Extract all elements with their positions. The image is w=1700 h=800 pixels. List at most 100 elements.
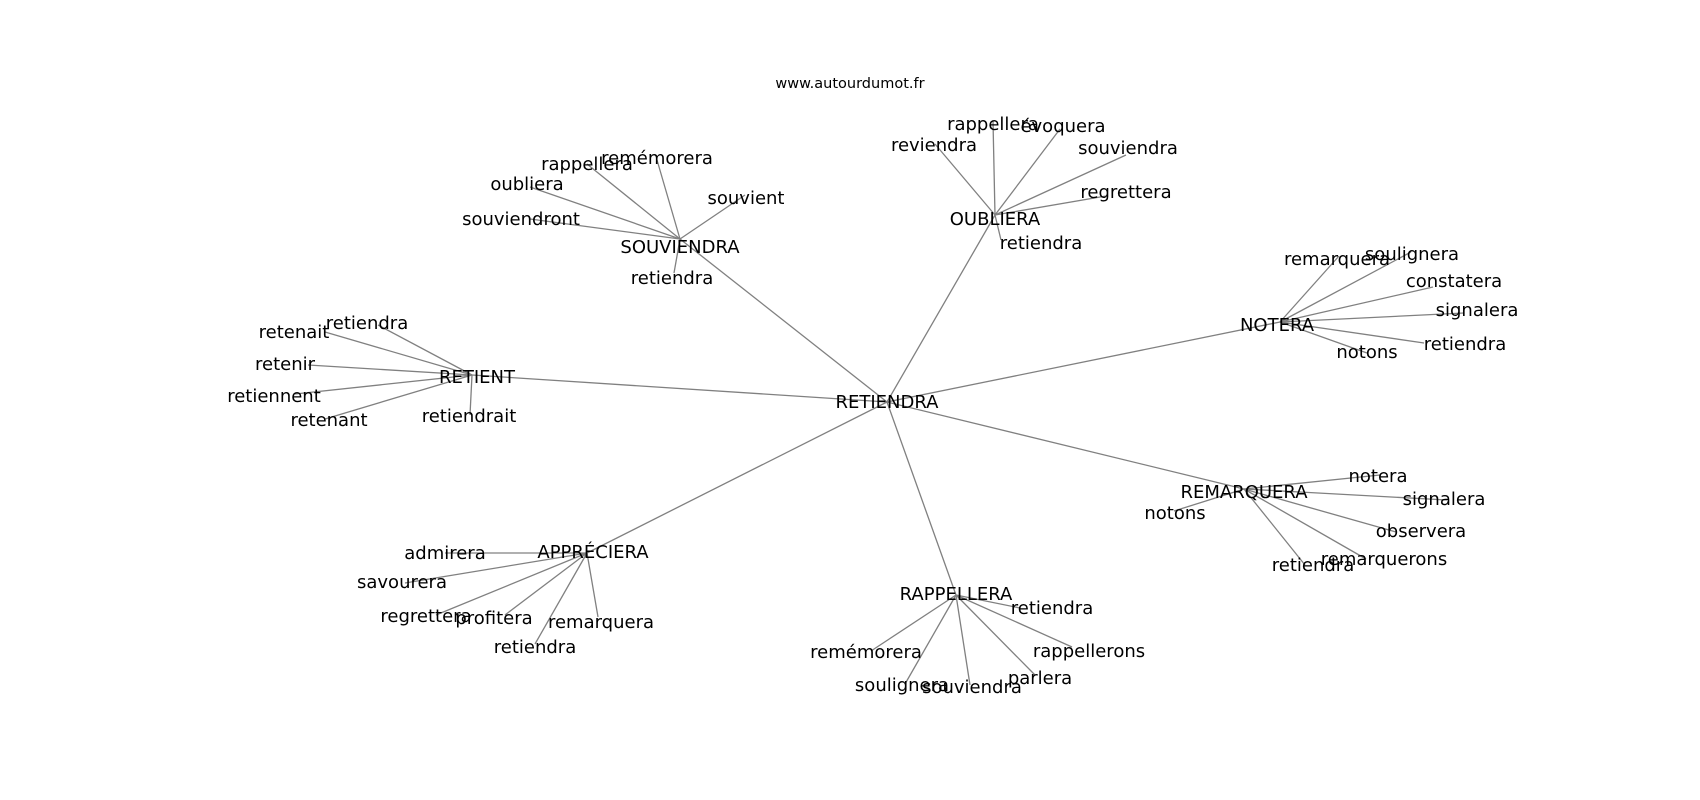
leaf-word-node[interactable]: souviendront (462, 209, 580, 230)
edge-hub-leaf (994, 154, 1127, 216)
edge-hub-leaf (1279, 286, 1434, 323)
leaf-word-node[interactable]: retiendra (631, 268, 713, 289)
leaf-word-node[interactable]: rappellera (947, 114, 1039, 135)
leaf-word-node[interactable]: notera (1349, 466, 1408, 487)
edge-hub-leaf (1279, 321, 1425, 344)
leaf-word-node[interactable]: notons (1144, 503, 1205, 524)
leaf-word-node[interactable]: retiendrait (422, 406, 517, 427)
edge-hub-leaf (955, 594, 1021, 609)
edge-hub-leaf (955, 594, 1036, 676)
site-url: www.autourdumot.fr (775, 76, 924, 92)
leaf-word-node[interactable]: retenant (290, 410, 367, 431)
edge-hub-leaf (529, 186, 681, 240)
edge-hub-leaf (469, 374, 473, 416)
edge-hub-leaf (870, 594, 957, 652)
edge-hub-leaf (529, 218, 681, 240)
leaf-word-node[interactable]: reviendra (891, 135, 977, 156)
leaf-word-node[interactable]: retiendra (1011, 598, 1093, 619)
edge-hub-leaf (377, 324, 473, 376)
leaf-word-node[interactable]: remarquera (1284, 249, 1390, 270)
hub-word-node[interactable]: NOTERA (1240, 315, 1315, 336)
edge-hub-leaf (1279, 321, 1368, 354)
leaf-word-node[interactable]: remarquerons (1321, 549, 1447, 570)
edge-hub-leaf (1243, 488, 1367, 560)
edge-hub-leaf (1173, 488, 1245, 512)
edge-hub-leaf (1279, 255, 1340, 323)
edge-center-hub (886, 401, 957, 596)
edge-hub-leaf (435, 552, 588, 616)
leaf-word-node[interactable]: retiendra (326, 313, 408, 334)
leaf-word-node[interactable]: oubliera (490, 174, 563, 195)
leaf-word-node[interactable]: retiendra (1000, 233, 1082, 254)
edge-hub-leaf (1243, 488, 1306, 566)
leaf-word-node[interactable]: signalera (1403, 489, 1486, 510)
leaf-word-node[interactable]: retenir (255, 354, 316, 375)
leaf-word-node[interactable]: retiendra (1424, 334, 1506, 355)
leaf-word-node[interactable]: souviendra (922, 677, 1022, 698)
leaf-word-node[interactable]: notons (1336, 342, 1397, 363)
graph-edges (294, 120, 1465, 686)
leaf-word-node[interactable]: rappellera (541, 154, 633, 175)
leaf-word-node[interactable]: parlera (1008, 668, 1072, 689)
edge-hub-leaf (294, 374, 473, 395)
leaf-word-node[interactable]: remarquera (548, 612, 654, 633)
edge-hub-leaf (1243, 488, 1397, 533)
leaf-word-node[interactable]: regrettera (380, 606, 471, 627)
edge-hub-leaf (1243, 488, 1448, 501)
center-word-node[interactable]: RETIENDRA (836, 392, 940, 413)
edge-hub-leaf (324, 374, 473, 420)
leaf-word-node[interactable]: savourera (357, 572, 447, 593)
edge-hub-leaf (904, 594, 957, 685)
edge-hub-leaf (955, 594, 1073, 648)
edge-center-hub (886, 214, 996, 403)
hub-word-node[interactable]: OUBLIERA (950, 209, 1041, 230)
leaf-word-node[interactable]: évoquera (1020, 116, 1105, 137)
hub-word-node[interactable]: RAPPELLERA (900, 584, 1013, 605)
edge-center-hub (471, 374, 888, 403)
hub-word-node[interactable]: RETIENT (439, 367, 516, 388)
leaf-word-node[interactable]: profitera (455, 608, 532, 629)
edge-hub-leaf (504, 552, 588, 616)
leaf-word-node[interactable]: constatera (1406, 271, 1502, 292)
leaf-word-node[interactable]: souvient (708, 188, 785, 209)
edge-hub-leaf (404, 552, 588, 584)
edge-center-hub (586, 401, 888, 554)
leaf-word-node[interactable]: regrettera (1080, 182, 1171, 203)
edge-hub-leaf (1243, 474, 1381, 490)
leaf-word-node[interactable]: soulignera (855, 675, 949, 696)
edge-hub-leaf (656, 159, 681, 240)
edge-hub-leaf (994, 195, 1107, 216)
edge-hub-leaf (307, 364, 473, 376)
edge-center-hub (679, 238, 888, 403)
edge-hub-leaf (992, 120, 996, 216)
hub-word-node[interactable]: SOUVIENDRA (620, 237, 740, 258)
edge-hub-leaf (1279, 312, 1465, 323)
edge-hub-leaf (324, 331, 473, 376)
edge-hub-leaf (934, 143, 996, 216)
leaf-word-node[interactable]: remémorera (601, 148, 713, 169)
leaf-word-node[interactable]: signalera (1436, 300, 1519, 321)
edge-hub-leaf (586, 163, 681, 240)
leaf-word-node[interactable]: rappellerons (1033, 641, 1145, 662)
leaf-word-node[interactable]: retenait (259, 322, 330, 343)
edge-center-hub (886, 321, 1281, 403)
edge-hub-leaf (673, 238, 681, 274)
leaf-word-node[interactable]: retiennent (227, 386, 321, 407)
leaf-word-node[interactable]: retiendra (494, 637, 576, 658)
edge-center-hub (886, 401, 1245, 490)
edge-hub-leaf (994, 214, 1002, 241)
hub-word-node[interactable]: REMARQUERA (1180, 482, 1308, 503)
edge-hub-leaf (534, 552, 588, 645)
edge-hub-leaf (955, 594, 971, 686)
edge-hub-leaf (679, 194, 746, 240)
edge-hub-leaf (1279, 251, 1412, 323)
graph-labels: www.autourdumot.fr RETIENDRAremémorerara… (227, 76, 1518, 698)
leaf-word-node[interactable]: retiendra (1272, 555, 1354, 576)
leaf-word-node[interactable]: admirera (404, 543, 486, 564)
leaf-word-node[interactable]: souviendra (1078, 138, 1178, 159)
leaf-word-node[interactable]: observera (1376, 521, 1466, 542)
hub-word-node[interactable]: APPRÉCIERA (537, 541, 649, 563)
leaf-word-node[interactable]: soulignera (1365, 244, 1459, 265)
leaf-word-node[interactable]: remémorera (810, 642, 922, 663)
